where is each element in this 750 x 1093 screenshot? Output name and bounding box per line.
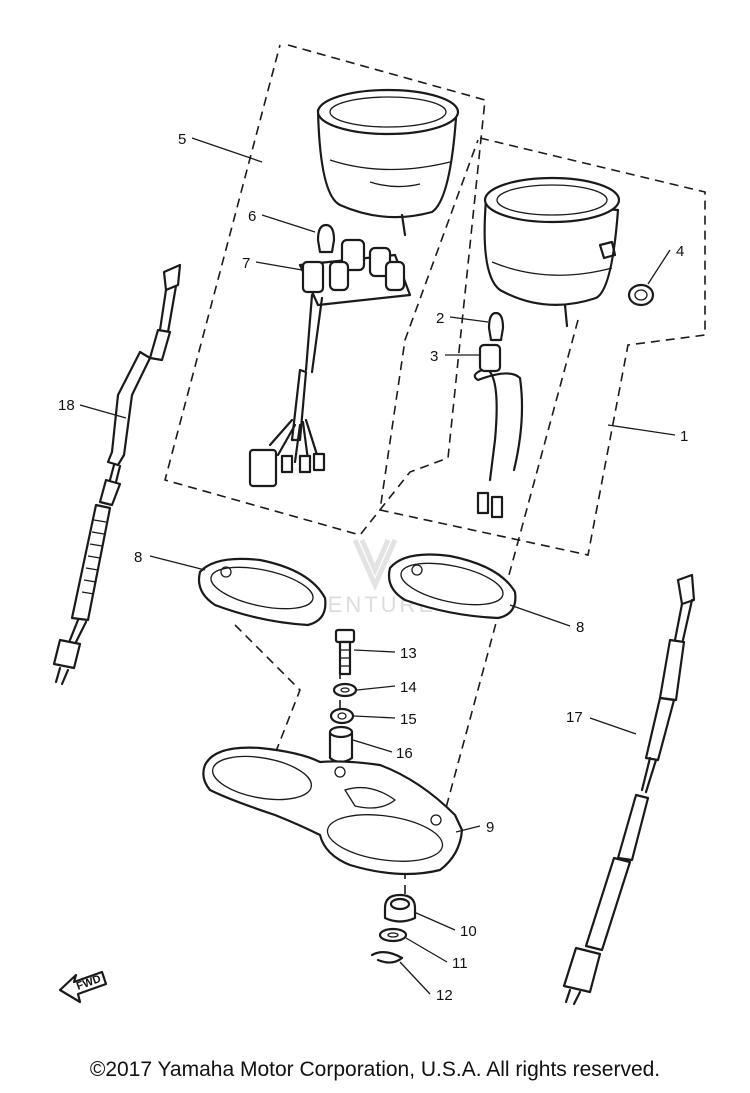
collar bbox=[328, 725, 354, 764]
lock-washer bbox=[332, 682, 358, 698]
speedometer-socket-cord bbox=[473, 343, 524, 519]
leader-lines bbox=[79, 137, 676, 995]
meter-cushion-right bbox=[387, 553, 517, 620]
tachometer-body bbox=[316, 88, 460, 237]
part-label-2: 2 bbox=[436, 310, 444, 327]
part-label-13: 13 bbox=[400, 645, 417, 662]
part-label-4: 4 bbox=[676, 243, 684, 260]
part-label-9: 9 bbox=[486, 819, 494, 836]
part-label-17: 17 bbox=[566, 709, 583, 726]
speedometer-cable bbox=[562, 573, 696, 1006]
part-label-18: 18 bbox=[58, 397, 75, 414]
part-label-10: 10 bbox=[460, 923, 477, 940]
part-label-14: 14 bbox=[400, 679, 417, 696]
part-label-11: 11 bbox=[452, 955, 468, 972]
part-label-8-right: 8 bbox=[576, 619, 584, 636]
plain-washer bbox=[329, 707, 355, 725]
tachometer-bulb bbox=[316, 223, 336, 254]
tachometer-assembly-boundary bbox=[164, 44, 486, 536]
meter-bracket bbox=[202, 746, 464, 876]
part-label-7: 7 bbox=[242, 255, 250, 272]
washer bbox=[378, 927, 408, 943]
reset-knob bbox=[627, 283, 655, 307]
copyright-notice: ©2017 Yamaha Motor Corporation, U.S.A. A… bbox=[89, 1058, 661, 1081]
speedometer-body bbox=[483, 176, 621, 328]
part-label-16: 16 bbox=[396, 745, 413, 762]
part-label-1: 1 bbox=[680, 428, 688, 445]
forward-arrow-icon: FWD bbox=[58, 970, 108, 1004]
part-label-12: 12 bbox=[436, 987, 453, 1004]
tachometer-cable bbox=[52, 263, 182, 686]
part-label-6: 6 bbox=[248, 208, 256, 225]
speedometer-bulb bbox=[487, 311, 505, 342]
part-label-5: 5 bbox=[178, 131, 186, 148]
part-label-8-left: 8 bbox=[134, 549, 142, 566]
tachometer-wire-harness bbox=[248, 238, 412, 488]
part-label-3: 3 bbox=[430, 348, 438, 365]
speedometer-assembly-boundary bbox=[379, 137, 706, 556]
grommet bbox=[383, 893, 417, 923]
bolt bbox=[334, 628, 356, 676]
part-label-15: 15 bbox=[400, 711, 417, 728]
meter-cushion-left bbox=[197, 557, 327, 627]
clip bbox=[370, 951, 404, 964]
